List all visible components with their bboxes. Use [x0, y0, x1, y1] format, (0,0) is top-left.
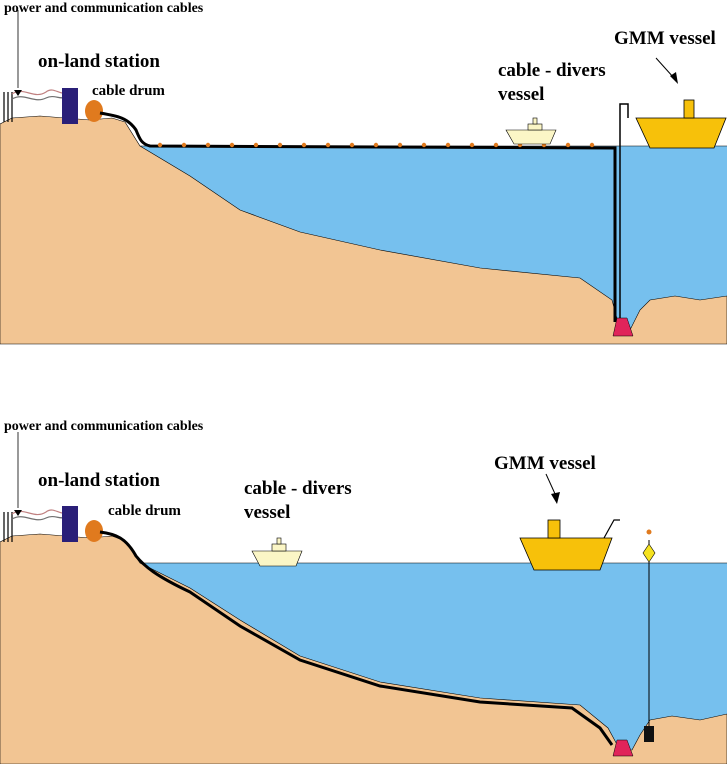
seafloor-observatory	[612, 739, 634, 757]
cable-poles	[3, 432, 67, 542]
sea	[140, 563, 727, 750]
seafloor-observatory	[612, 317, 634, 337]
panel-bottom: power and communication cables on-land s…	[0, 419, 727, 764]
drum-label: cable drum	[92, 83, 165, 99]
cable-return	[619, 103, 629, 322]
gmm-arrowhead	[551, 492, 560, 504]
seabed-land	[0, 115, 727, 345]
divers-label-line2: vessel	[498, 84, 544, 105]
drum-label: cable drum	[108, 503, 181, 519]
panel-top: power and communication cables on-land s…	[0, 1, 727, 345]
divers-label-line2: vessel	[244, 502, 290, 523]
cables-label: power and communication cables	[4, 1, 204, 16]
on-land-station	[62, 506, 78, 542]
anchor-weight	[644, 726, 654, 742]
cable-poles	[3, 10, 67, 122]
station-label: on-land station	[38, 51, 160, 72]
buoy-light	[646, 529, 652, 535]
gmm-label: GMM vessel	[494, 453, 596, 474]
sea	[140, 146, 727, 330]
gmm-arrowhead	[670, 72, 678, 84]
divers-label-line1: cable - divers	[498, 60, 606, 81]
cables-label: power and communication cables	[4, 419, 204, 434]
cable-divers-vessel	[251, 537, 303, 567]
cable-drum	[85, 520, 103, 542]
cable	[99, 530, 614, 746]
gmm-vessel	[635, 99, 727, 149]
cable	[99, 111, 617, 322]
on-land-station	[62, 88, 78, 124]
cables-arrow	[14, 90, 22, 96]
station-label: on-land station	[38, 470, 160, 491]
gmm-arrow	[655, 57, 675, 79]
gmm-arrow	[545, 473, 557, 497]
gmm-label: GMM vessel	[614, 28, 716, 49]
marker-buoy	[642, 543, 656, 563]
cable-divers-vessel	[505, 117, 557, 145]
cable-drum	[85, 100, 103, 122]
cables-arrow	[14, 510, 22, 516]
gmm-vessel	[519, 519, 620, 571]
divers-label-line1: cable - divers	[244, 478, 352, 499]
